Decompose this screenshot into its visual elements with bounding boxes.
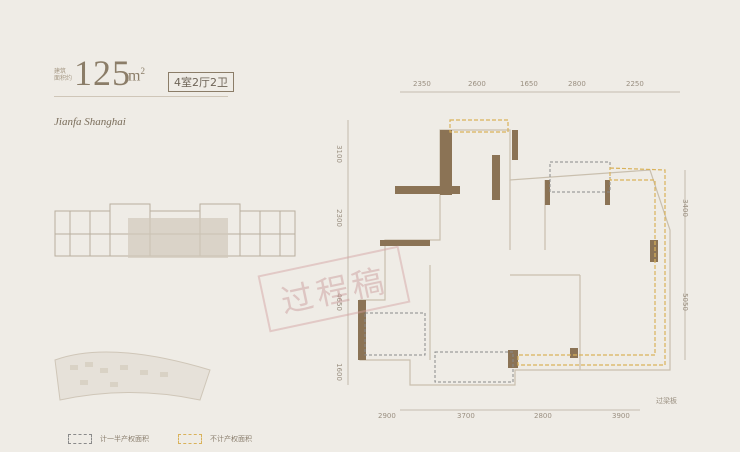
dim-bottom-3: 2800 bbox=[534, 412, 552, 420]
legend-half-area-swatch bbox=[68, 434, 92, 444]
project-name: Jianfa Shanghai bbox=[54, 116, 126, 128]
dim-right-1: 3400 bbox=[680, 199, 689, 217]
dim-bottom-2: 3700 bbox=[457, 412, 475, 420]
room-layout-badge: 4室2厅2卫 bbox=[168, 72, 234, 92]
dim-left-1: 3100 bbox=[334, 145, 343, 163]
dim-top-4: 2800 bbox=[568, 80, 586, 88]
building-keyplan bbox=[54, 203, 296, 258]
dim-top-1: 2350 bbox=[413, 80, 431, 88]
floor-plan bbox=[347, 91, 686, 411]
area-unit: m2 bbox=[128, 66, 145, 85]
site-plan bbox=[54, 351, 211, 401]
dim-top-3: 1650 bbox=[520, 80, 538, 88]
legend-no-area-swatch bbox=[178, 434, 202, 444]
dim-top-5: 2250 bbox=[626, 80, 644, 88]
header-divider bbox=[54, 96, 228, 97]
dim-bottom-1: 2900 bbox=[378, 412, 396, 420]
dim-left-4: 1600 bbox=[334, 363, 343, 381]
dim-left-2: 2300 bbox=[334, 209, 343, 227]
dim-top-2: 2600 bbox=[468, 80, 486, 88]
beam-note: 过梁板 bbox=[656, 397, 677, 405]
dim-right-2: 5050 bbox=[680, 293, 689, 311]
area-value: 125 bbox=[74, 53, 131, 93]
legend-half-area-label: 计一半产权面积 bbox=[100, 435, 149, 443]
area-caption: 建筑 面积约 bbox=[54, 68, 73, 82]
legend-no-area-label: 不计产权面积 bbox=[210, 435, 252, 443]
dim-bottom-4: 3900 bbox=[612, 412, 630, 420]
